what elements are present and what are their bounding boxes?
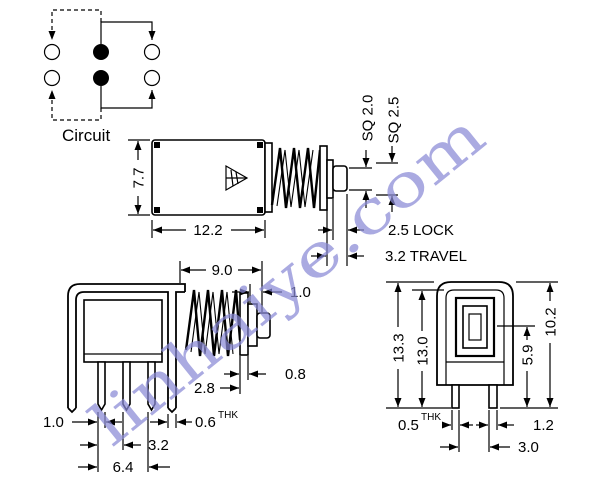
side-corner-mark bbox=[257, 207, 263, 213]
dim-ext bbox=[332, 194, 348, 266]
front-button bbox=[256, 312, 271, 339]
circuit-wire-bottom bbox=[100, 86, 156, 109]
dim-label: 12.2 bbox=[193, 222, 222, 239]
dim-label: 2.5 LOCK bbox=[388, 222, 454, 239]
dim-ext bbox=[97, 412, 177, 472]
dim-label: 1.0 bbox=[290, 284, 311, 301]
end-leg bbox=[488, 384, 498, 409]
dim-label: 2.8 bbox=[194, 380, 215, 397]
dim-label: 0.8 bbox=[285, 366, 306, 383]
circuit-wire-top bbox=[100, 21, 156, 44]
circuit-terminal-common bbox=[93, 70, 109, 86]
circuit-dashed-link-top bbox=[48, 9, 102, 40]
dim-label: 3.2 bbox=[148, 437, 169, 454]
dim-ext bbox=[128, 139, 150, 216]
bracket-outer bbox=[67, 283, 186, 408]
dim-label: 1.2 bbox=[533, 417, 554, 434]
circuit-terminal-open bbox=[43, 69, 61, 87]
end-leg bbox=[451, 384, 460, 409]
side-spring bbox=[270, 147, 322, 209]
dim-label: 10.2 bbox=[542, 307, 559, 336]
front-housing bbox=[83, 299, 163, 363]
circuit-terminal-open bbox=[43, 43, 61, 61]
watermark: linhaiye.com bbox=[77, 100, 498, 460]
dim-ext bbox=[386, 281, 451, 409]
dim-label: 3.0 bbox=[518, 439, 539, 456]
dim-ext bbox=[376, 162, 398, 196]
bracket-inner bbox=[75, 291, 169, 408]
circuit-terminal-common bbox=[93, 44, 109, 60]
side-button bbox=[332, 165, 348, 192]
circuit-terminal-open bbox=[143, 69, 161, 87]
end-button-core bbox=[468, 313, 482, 341]
direction-symbol bbox=[225, 164, 249, 192]
side-spring-inner bbox=[276, 149, 314, 208]
circuit-diagram: Circuit bbox=[43, 9, 161, 145]
end-housing-inner bbox=[445, 289, 505, 385]
dim-ext bbox=[151, 220, 266, 238]
side-view: 7.7 12.2 SQ 2.0 SQ 2.5 2.5 LOCK 3.2 TRAV… bbox=[128, 95, 467, 266]
dim-ext bbox=[451, 410, 498, 452]
end-view: 13.3 13.0 10.2 5.9 0.5 THK 1.2 3.0 bbox=[386, 281, 559, 456]
dim-label: 1.0 bbox=[43, 414, 64, 431]
dim-label: 3.2 TRAVEL bbox=[385, 248, 467, 265]
side-corner-mark bbox=[257, 142, 263, 148]
front-pin bbox=[97, 361, 106, 412]
front-pin bbox=[122, 361, 131, 412]
circuit-dashed-link-bottom bbox=[48, 90, 102, 121]
dim-label: 7.7 bbox=[130, 168, 147, 189]
bracket-right-leg bbox=[175, 291, 185, 408]
dim-label: 5.9 bbox=[519, 345, 536, 366]
side-corner-mark bbox=[154, 142, 160, 148]
circuit-label: Circuit bbox=[62, 126, 110, 145]
dim-label: 0.6 bbox=[195, 414, 216, 431]
dim-label: 6.4 bbox=[113, 459, 134, 476]
dim-thk-label: THK bbox=[421, 412, 441, 423]
dim-label: 13.0 bbox=[414, 336, 431, 365]
dim-ext bbox=[179, 261, 263, 312]
dim-ext bbox=[500, 281, 558, 409]
circuit-terminal-open bbox=[143, 43, 161, 61]
side-plate bbox=[319, 145, 328, 211]
bracket-leg-tips bbox=[67, 407, 177, 414]
side-shaft bbox=[326, 159, 334, 199]
front-spring-inner bbox=[190, 291, 234, 355]
dim-label: SQ 2.0 bbox=[359, 95, 376, 142]
dim-thk-label: THK bbox=[218, 410, 238, 421]
side-flange bbox=[264, 142, 273, 213]
dim-label: 13.3 bbox=[390, 333, 407, 362]
side-corner-mark bbox=[154, 207, 160, 213]
dim-ext bbox=[349, 167, 372, 191]
front-pin bbox=[147, 361, 156, 412]
dim-label: SQ 2.5 bbox=[385, 97, 402, 144]
dim-label: 0.5 bbox=[398, 417, 419, 434]
dim-ext bbox=[239, 356, 249, 380]
end-button-face bbox=[462, 305, 488, 349]
dim-label: 9.0 bbox=[212, 262, 233, 279]
side-body bbox=[151, 139, 266, 216]
front-view: 9.0 1.0 0.8 2.8 1.0 0.6 THK 3.2 6.4 bbox=[43, 261, 311, 476]
